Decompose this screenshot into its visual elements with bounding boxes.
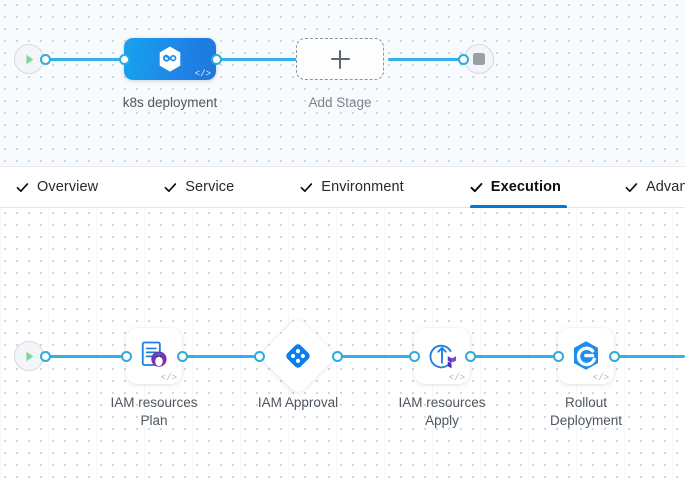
edge-apply-to-rollout (470, 354, 566, 358)
check-icon (16, 182, 29, 192)
edge-plan-to-approval (184, 354, 280, 358)
step-card[interactable]: </> (558, 328, 614, 384)
step-label: Rollout Deployment (549, 395, 623, 428)
edge-start-to-stage (44, 58, 128, 61)
stage-card[interactable]: </> (124, 38, 216, 80)
tab-advanced-label: Advanced (646, 179, 685, 195)
add-stage-node[interactable]: Add Stage (296, 38, 384, 110)
stage-config-tabs[interactable]: Overview Service Environment Execution A (0, 166, 685, 208)
tab-environment[interactable]: Environment (286, 167, 424, 207)
approval-diamond-card[interactable] (258, 316, 338, 396)
stop-icon (473, 53, 485, 65)
step-input-port[interactable] (408, 350, 420, 362)
stage-code-badge: </> (194, 69, 211, 79)
step-input-port[interactable] (120, 350, 132, 362)
step-code-badge: </> (592, 373, 609, 383)
exec-start-output-port[interactable] (40, 350, 51, 362)
step-node-rollout-deployment[interactable]: </> Rollout Deployment (550, 328, 622, 428)
approval-output-port[interactable] (331, 350, 343, 362)
edge-approval-to-apply (326, 354, 422, 358)
step-code-badge: </> (160, 373, 177, 383)
stages-start-node[interactable] (14, 44, 51, 74)
tab-overview-label: Overview (37, 179, 99, 195)
stage-node-k8s-deployment[interactable]: </> k8s deployment (118, 38, 222, 110)
edge-start-to-plan (42, 354, 138, 358)
plus-icon (330, 49, 350, 69)
step-card[interactable]: </> (414, 328, 470, 384)
step-node-iam-resources-plan[interactable]: </> IAM resources Plan (110, 328, 198, 428)
terraform-plan-icon (141, 341, 167, 367)
edge-rollout-outgoing (612, 354, 685, 358)
execution-start-node[interactable] (14, 341, 51, 371)
start-circle (14, 44, 44, 74)
tab-service-label: Service (185, 179, 235, 195)
exec-start-circle (14, 341, 44, 371)
execution-canvas[interactable]: </> IAM resources Plan (0, 208, 685, 481)
add-stage-button[interactable] (296, 38, 384, 80)
check-icon (164, 182, 177, 192)
approval-diamond-icon (286, 344, 310, 368)
step-output-port[interactable] (176, 350, 188, 362)
step-output-port[interactable] (608, 350, 620, 362)
step-node-iam-approval[interactable]: IAM Approval (253, 316, 343, 410)
tab-advanced[interactable]: Advanced (611, 167, 685, 207)
check-icon (625, 182, 638, 192)
approval-input-port[interactable] (253, 350, 265, 362)
stage-output-port[interactable] (210, 53, 222, 65)
step-node-iam-resources-apply[interactable]: </> IAM resources Apply (398, 328, 486, 428)
stage-label: k8s deployment (122, 95, 218, 110)
step-label: IAM resources Apply (398, 395, 486, 428)
step-code-badge: </> (448, 373, 465, 383)
check-icon (300, 182, 313, 192)
terraform-apply-icon (429, 344, 457, 369)
stages-canvas[interactable]: </> k8s deployment Add Stage (0, 0, 685, 166)
play-icon (25, 54, 33, 64)
approval-icon-wrap (284, 342, 312, 370)
edge-stage-to-addstage (216, 58, 300, 61)
step-input-port[interactable] (552, 350, 564, 362)
tab-execution-label: Execution (490, 179, 561, 195)
check-icon (470, 182, 483, 192)
step-card[interactable]: </> (126, 328, 182, 384)
tab-service[interactable]: Service (150, 167, 254, 207)
start-output-port[interactable] (40, 54, 51, 65)
step-output-port[interactable] (464, 350, 476, 362)
approval-label: IAM Approval (257, 395, 339, 410)
rollout-deployment-icon (574, 341, 598, 370)
stages-end-node[interactable] (458, 44, 494, 74)
add-stage-label: Add Stage (308, 95, 372, 110)
tab-overview[interactable]: Overview (2, 167, 118, 207)
harness-hexagon-icon (159, 46, 181, 72)
tab-execution[interactable]: Execution (456, 167, 581, 208)
step-label: IAM resources Plan (110, 395, 198, 428)
end-input-port[interactable] (458, 54, 469, 65)
play-icon (25, 351, 33, 361)
stage-input-port[interactable] (118, 53, 130, 65)
tab-environment-label: Environment (321, 179, 404, 195)
edge-addstage-to-end (388, 58, 470, 61)
